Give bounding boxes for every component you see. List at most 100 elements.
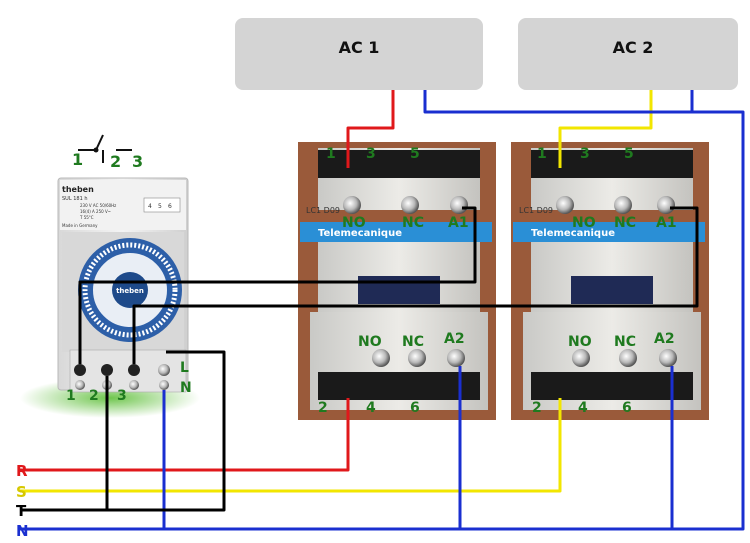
timer-terminal-1-screw (74, 364, 86, 376)
contactor-1-top-nc: NC (402, 215, 424, 231)
contactor-1-window (358, 276, 440, 304)
timer-terminal-top-4: 4 (148, 203, 152, 210)
timer-switch: theben SUL 181 h 230 V AC 50/60Hz 16(4) … (20, 177, 200, 418)
contactor-2-top-no: NO (572, 215, 596, 231)
timer-power-label-n: N (180, 380, 192, 396)
wire-blue-ac1 (423, 90, 692, 114)
phase-labels: R S T N (16, 462, 29, 540)
wire-red-phase (20, 398, 350, 472)
contactor-2-brand: Telemecanique (531, 228, 615, 239)
timer-terminal-3-screw (128, 364, 140, 376)
contactor-1-top-screw-2 (401, 196, 419, 214)
contactor-1-top-no: NO (342, 215, 366, 231)
wire-black-timer-1-a1 (78, 206, 477, 364)
timer-bottom-screw-3 (129, 380, 139, 390)
switch-label-3: 3 (132, 152, 143, 171)
wire-black-timer-3-a1 (132, 206, 699, 364)
contactor-1-bottom-nc: NC (402, 334, 424, 350)
ac2-box (518, 18, 738, 90)
contactor-2-top-screw-1 (556, 196, 574, 214)
contactor-1-brand-band (300, 222, 492, 242)
contactor-1-top-a1: A1 (448, 215, 469, 231)
switch-arm (95, 134, 104, 151)
contactor-2-bottom-screw-3 (659, 349, 677, 367)
contactor-2-bottom-nc: NC (614, 334, 636, 350)
contactor-1-bottom-a2: A2 (444, 331, 465, 347)
contactor-2-top-number-5: 5 (624, 146, 634, 162)
contactor-1-top-screw-1 (343, 196, 361, 214)
timer-bottom-screw-1 (75, 380, 85, 390)
contactor-1-bottom-no: NO (358, 334, 382, 350)
timer-terminal-label-1: 1 (66, 388, 76, 404)
contactor-1-top-number-5: 5 (410, 146, 420, 162)
contactor-2-bottom-screw-2 (619, 349, 637, 367)
ac2-unit: AC 2 (518, 18, 738, 90)
contactor-2-bottom-screw-1 (572, 349, 590, 367)
contactor-2-bottom-a2: A2 (654, 331, 675, 347)
contactor-2-brand-band (513, 222, 705, 242)
contactor-1-top-strip (318, 150, 480, 178)
switch-label-1: 1 (72, 150, 83, 169)
wiring (20, 90, 745, 531)
contactor-1: LC1 D09 Telemecanique 1 3 5 NO NC A1 NO … (298, 142, 496, 420)
contactor-1-top-number-3: 3 (366, 146, 376, 162)
contactor-2-top-nc: NC (614, 215, 636, 231)
ac1-unit: AC 1 (235, 18, 483, 90)
timer-power-label-l: L (180, 360, 189, 376)
ac1-box (235, 18, 483, 90)
timer-terminal-top-5: 5 (158, 203, 162, 210)
contactor-2-window (571, 276, 653, 304)
contactor-1-bottom-number-4: 4 (366, 400, 376, 416)
timer-terminal-label-3: 3 (117, 388, 127, 404)
timer-terminal-block (143, 197, 181, 213)
contactor-2-top-number-3: 3 (580, 146, 590, 162)
phase-label-r: R (16, 462, 28, 480)
contactor-1-bottom-screw-2 (408, 349, 426, 367)
switch-symbol: 1 2 3 (72, 134, 143, 171)
contactor-1-bottom-screw-3 (447, 349, 465, 367)
contactor-1-top-number-1: 1 (326, 146, 336, 162)
contactor-2-top-strip (531, 150, 693, 178)
timer-terminal-n-screw (159, 380, 169, 390)
timer-spec-3: T 55°C (79, 215, 94, 220)
wire-black-timer-l (107, 350, 226, 512)
contactor-2-bottom-number-2: 2 (532, 400, 542, 416)
contactor-1-brand: Telemecanique (318, 228, 402, 239)
timer-terminal-label-2: 2 (89, 388, 99, 404)
wire-red-ac1 (346, 90, 395, 168)
timer-dial-ticks (82, 242, 178, 338)
timer-terminal-2-screw (101, 364, 113, 376)
contactor-1-top-screw-3 (450, 196, 468, 214)
timer-spec-4: Made in Germany (62, 223, 98, 228)
timer-terminal-top-6: 6 (168, 203, 172, 210)
contactor-2-top-a1: A1 (656, 215, 677, 231)
timer-terminal-l-screw (158, 364, 170, 376)
phase-label-s: S (16, 483, 27, 501)
contactor-1-bottom-screw-1 (372, 349, 390, 367)
phase-label-n: N (16, 522, 29, 540)
wire-yellow-phase (20, 398, 562, 493)
contactor-2-top-number-1: 1 (537, 146, 547, 162)
contactor-2-bottom-no: NO (568, 334, 592, 350)
contactor-2-bottom-strip (531, 372, 693, 400)
wire-blue-neutral (20, 90, 745, 531)
timer-dial-brand: theben (116, 287, 144, 295)
phase-label-t: T (16, 502, 27, 520)
ac1-label: AC 1 (339, 38, 380, 57)
switch-label-2: 2 (110, 152, 121, 171)
contactor-2: LC1 D09 Telemecanique 1 3 5 NO NC A1 NO … (511, 142, 709, 420)
switch-pivot (93, 147, 99, 153)
wire-yellow-ac2 (558, 90, 653, 168)
ac2-label: AC 2 (613, 38, 654, 57)
contactor-1-bottom-strip (318, 372, 480, 400)
contactor-1-model: LC1 D09 (306, 206, 340, 215)
contactor-2-model: LC1 D09 (519, 206, 553, 215)
contactor-2-bottom-number-6: 6 (622, 400, 632, 416)
contactor-2-top-screw-3 (657, 196, 675, 214)
contactor-1-bottom-number-2: 2 (318, 400, 328, 416)
timer-spec-2: 16(4) A 250 V~ (80, 209, 111, 214)
contactor-1-bottom-number-6: 6 (410, 400, 420, 416)
contactor-2-top-screw-2 (614, 196, 632, 214)
timer-brand: theben (62, 185, 94, 194)
